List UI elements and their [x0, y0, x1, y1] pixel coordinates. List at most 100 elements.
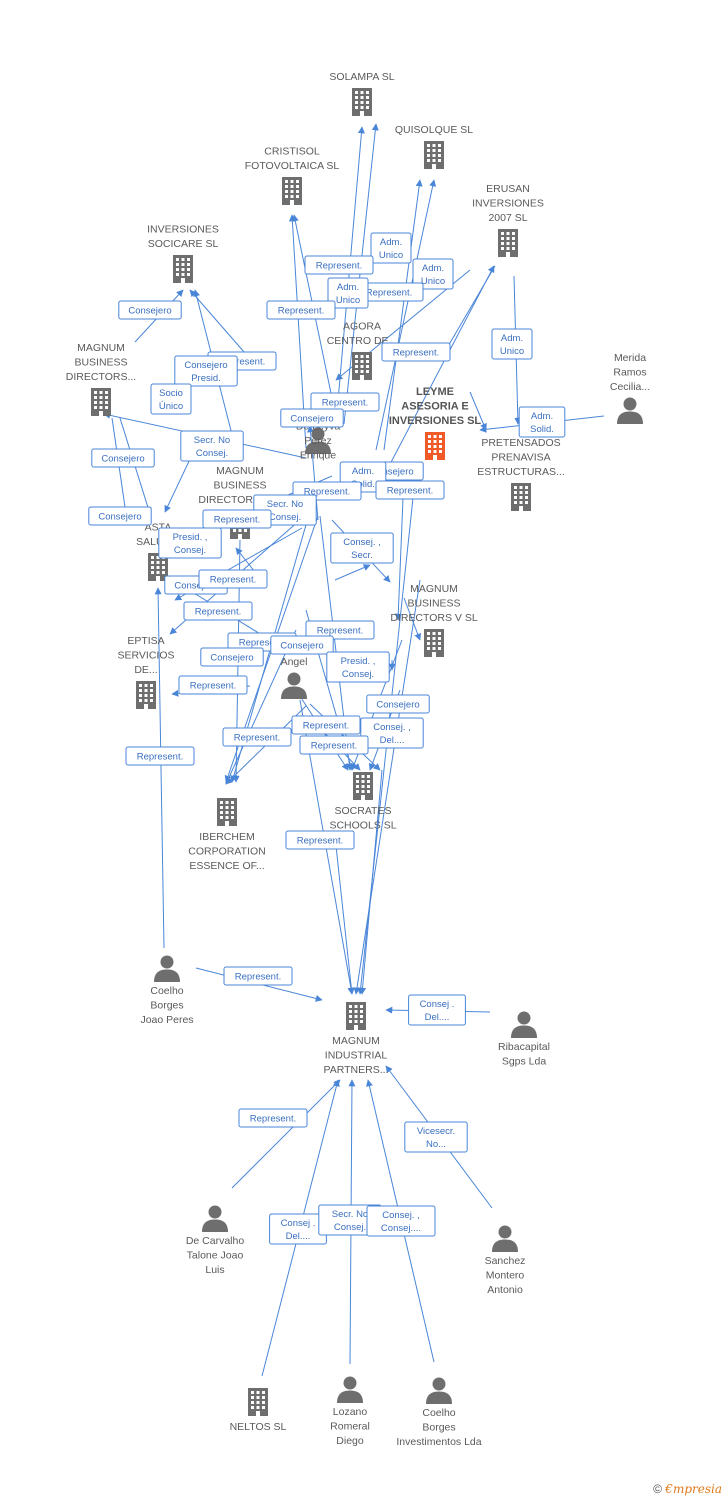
building-icon[interactable] [173, 255, 193, 283]
edge-label-37: Consej. ,Del.... [360, 717, 424, 749]
building-icon[interactable] [353, 772, 373, 800]
node-label: BUSINESS [407, 598, 460, 610]
node-label: DIRECTORS... [66, 371, 136, 383]
edge-44 [353, 579, 421, 995]
edge-label-text: Consejero [174, 581, 217, 592]
node-label: PARTNERS... [324, 1064, 389, 1076]
edge-label-text: Represent. [278, 306, 324, 317]
edge-label-text: Consejero [210, 653, 253, 664]
building-icon[interactable] [91, 388, 111, 416]
person-icon[interactable] [154, 955, 180, 983]
person-icon[interactable] [426, 1377, 452, 1405]
edge-label-text: Presid. [191, 373, 221, 384]
edge-label-box [305, 620, 375, 640]
node-label: BUSINESS [74, 357, 127, 369]
edge-label-8: Represent. [381, 342, 451, 362]
edge-labels-layer: Adm.UnicoRepresent.Adm.UnicoRepresent.Ad… [88, 232, 566, 1245]
node-label: MAGNUM [410, 583, 458, 595]
node-label: FOTOVOLTAICA SL [245, 160, 340, 172]
person-icon[interactable] [617, 397, 643, 425]
edge-label-text: Del.... [380, 735, 405, 746]
edge-label-box [178, 675, 248, 695]
node-label: Sanchez [485, 1255, 526, 1267]
edge-label-box [366, 1205, 436, 1237]
edge-2 [375, 179, 437, 451]
node-pretensados[interactable]: PRETENSADOSPRENAVISAESTRUCTURAS... [477, 437, 565, 511]
building-icon[interactable] [424, 629, 444, 657]
edge-label-31: Consejero [270, 635, 334, 655]
node-label: SOCICARE SL [148, 238, 219, 250]
node-label: SOLAMPA SL [329, 71, 394, 83]
edge-label-text: Secr. No [332, 1209, 368, 1220]
edge-label-40: Represent. [125, 746, 195, 766]
edge-label-text: Consejero [376, 700, 419, 711]
building-icon[interactable] [425, 432, 445, 460]
node-cristisol[interactable]: CRISTISOL FOTOVOLTAICA SL [245, 146, 340, 206]
node-merida[interactable]: MeridaRamosCecilia... [610, 352, 650, 424]
edge-label-box [366, 694, 430, 714]
edge-label-box [491, 328, 533, 360]
node-quisolque[interactable]: QUISOLQUE SL [395, 124, 473, 169]
building-icon[interactable] [136, 681, 156, 709]
empresia-logo[interactable]: €mpresia [665, 1482, 722, 1496]
building-icon[interactable] [424, 141, 444, 169]
node-magnum_bd[interactable]: MAGNUMBUSINESSDIRECTORS... [66, 342, 136, 416]
building-icon[interactable] [346, 1002, 366, 1030]
person-icon[interactable] [492, 1225, 518, 1253]
edge-label-text: Unico [500, 346, 524, 357]
edge-label-13: Consejero [280, 408, 344, 428]
node-label: Borges [150, 1000, 183, 1012]
edge-label-text: Represent. [316, 261, 362, 272]
edge-label-box [291, 715, 361, 735]
building-icon[interactable] [498, 229, 518, 257]
edge-label-box [375, 480, 445, 500]
node-magnum_ip[interactable]: MAGNUMINDUSTRIALPARTNERS... [324, 1002, 389, 1076]
edge-label-7: Adm.Unico [491, 328, 533, 360]
building-icon[interactable] [282, 177, 302, 205]
edge-label-box [222, 727, 292, 747]
edge-label-box [310, 392, 380, 412]
building-icon[interactable] [248, 1388, 268, 1416]
node-eptisa[interactable]: EPTISASERVICIOSDE... [118, 635, 175, 709]
node-neltos[interactable]: NELTOS SL [230, 1388, 287, 1433]
edge-label-box [412, 258, 454, 290]
node-label: ERUSAN [486, 183, 530, 195]
edge-label-text: Consej . [281, 1218, 316, 1229]
edge-label-text: Consejero [184, 360, 227, 371]
edge-8 [387, 265, 495, 469]
edge-label-42: Represent. [223, 966, 293, 986]
node-label: CRISTISOL [264, 146, 320, 158]
edge-label-box [150, 383, 192, 415]
person-icon[interactable] [202, 1205, 228, 1233]
person-icon[interactable] [337, 1376, 363, 1404]
building-icon[interactable] [217, 798, 237, 826]
edge-12 [469, 391, 487, 431]
building-icon[interactable] [352, 88, 372, 116]
edge-label-box [183, 601, 253, 621]
building-icon[interactable] [511, 483, 531, 511]
node-label: Sgps Lda [502, 1056, 547, 1068]
person-icon[interactable] [511, 1011, 537, 1039]
edge-label-text: Represent. [137, 752, 183, 763]
node-solampa[interactable]: SOLAMPA SL [329, 71, 395, 116]
node-label: Perez [304, 435, 331, 447]
edge-label-text: Unico [336, 295, 360, 306]
building-icon[interactable] [352, 352, 372, 380]
edge-label-box [270, 635, 334, 655]
edge-label-text: Adm. [531, 411, 553, 422]
node-label: NELTOS SL [230, 1421, 287, 1433]
person-icon[interactable] [281, 672, 307, 700]
